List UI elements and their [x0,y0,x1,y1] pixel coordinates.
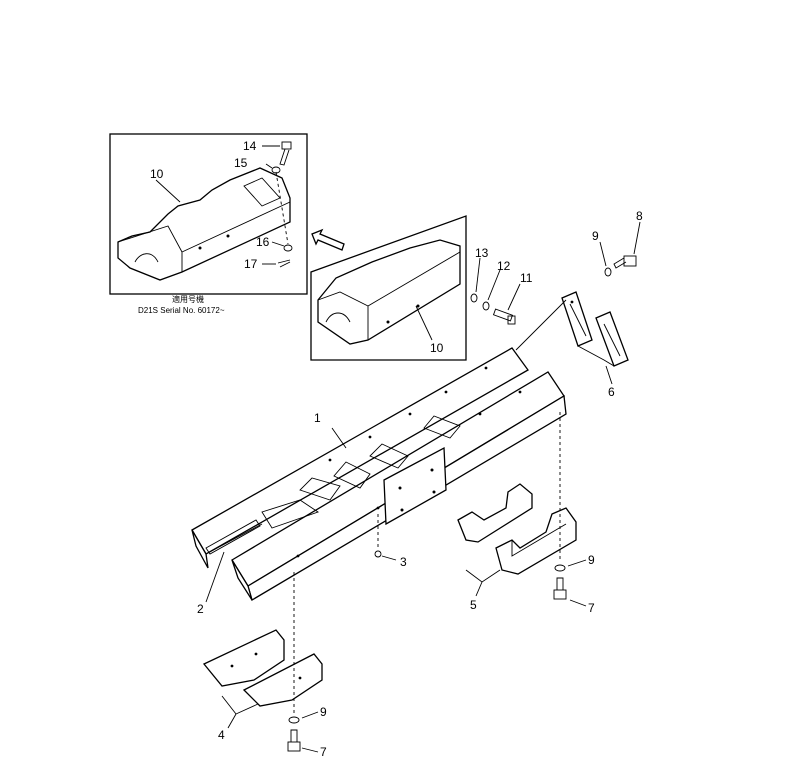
guard-part-4 [202,629,323,707]
callout-10: 10 [430,341,444,355]
callout-6: 6 [608,385,615,399]
inset-bolt-14 [279,141,292,166]
washer-9-top [604,267,612,277]
track-frame-part-1 [191,347,567,601]
cover-box: 10 [310,215,467,361]
washer-12 [482,301,490,311]
cover-part-10 [317,239,461,345]
callout-5: 5 [470,598,477,612]
callout-9-right: 9 [588,553,595,567]
callout-7-lower: 7 [320,745,327,759]
guard-part-6 [561,291,629,367]
callout-7-right: 7 [588,601,595,615]
callout-9-top: 9 [592,229,599,243]
washer-9-lower [288,716,300,724]
callout-3: 3 [400,555,407,569]
callout-14: 14 [243,139,257,153]
callout-17: 17 [244,257,258,271]
arrow-icon [311,228,345,251]
bolt-11 [492,308,516,325]
callout-15: 15 [234,156,248,170]
callout-8: 8 [636,209,643,223]
callout-1: 1 [314,411,321,425]
bolt-7-lower [287,729,301,752]
inset-jp-label: 適用号機 [172,294,204,304]
bolt-8 [613,255,637,269]
callout-13: 13 [475,246,489,260]
callout-10-inset: 10 [150,167,164,181]
inset-serial-label: D21S Serial No. 60172~ [138,306,225,315]
nut-3 [374,550,382,558]
guard-part-5 [457,483,577,575]
callout-9-lower: 9 [320,705,327,719]
bolt-7-right [553,577,567,600]
washer-9-right [554,564,566,572]
washer-13 [470,293,478,303]
callout-11: 11 [520,271,533,285]
inset-cover-part-10 [117,167,291,281]
callout-16: 16 [256,235,270,249]
callout-2: 2 [197,602,204,616]
callout-4: 4 [218,728,225,742]
inset-part-16 [283,244,293,252]
inset-box: 14 15 10 16 17 [109,133,308,295]
inset-part-17 [277,259,291,268]
callout-12: 12 [497,259,511,273]
